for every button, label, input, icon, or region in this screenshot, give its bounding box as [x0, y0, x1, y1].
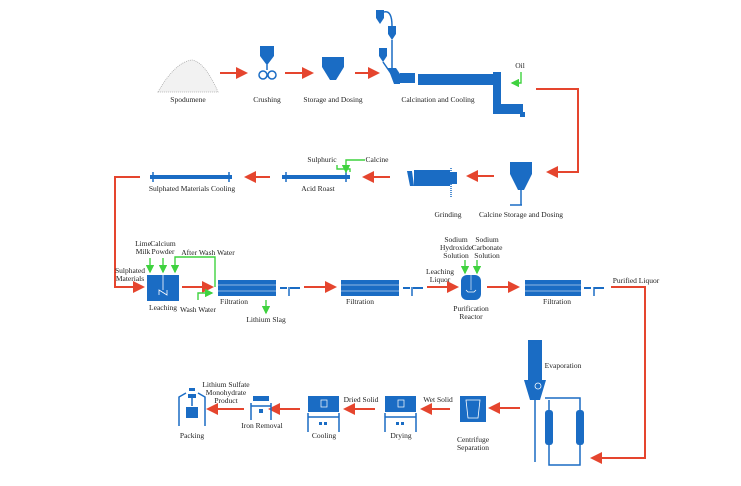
label-iron-removal: Iron Removal	[241, 421, 282, 430]
label-calcine-storage: Calcine Storage and Dosing	[479, 210, 563, 219]
label-dried-solid: Dried Solid	[344, 395, 379, 404]
label-lithium-slag: Lithium Slag	[246, 315, 286, 324]
leaching-tank-icon	[147, 275, 179, 301]
flow-line	[114, 176, 145, 293]
after-wash-water-line	[170, 256, 216, 287]
label-filtration-1: Filtration	[220, 297, 248, 306]
label-sulphuric: Sulphuric	[307, 155, 337, 164]
label-after-wash-water: After Wash Water	[181, 248, 235, 257]
filter-3-icon	[525, 280, 604, 296]
label-oil: Oil	[515, 61, 525, 70]
wash-water-line	[197, 288, 214, 300]
spodumene-pile-icon	[157, 59, 219, 93]
label-calcination: Calcination and Cooling	[401, 95, 475, 104]
purification-reactor-icon	[461, 275, 481, 300]
label-evaporation: Evaporation	[545, 361, 582, 370]
filter-2-icon	[341, 280, 423, 296]
flow-line	[590, 286, 646, 464]
label-calcine: Calcine	[366, 155, 390, 164]
cooling-tube-icon	[150, 172, 232, 182]
label-drying: Drying	[390, 431, 411, 440]
oil-feed-arrow	[510, 72, 522, 88]
dryer-icon	[384, 396, 417, 432]
calcine-storage-hopper-icon	[510, 162, 532, 206]
grinding-mill-icon	[407, 168, 457, 198]
label-spodumene: Spodumene	[170, 95, 206, 104]
label-sulphated-cooling: Sulphated Materials Cooling	[149, 184, 235, 193]
label-wet-solid: Wet Solid	[423, 395, 453, 404]
label-crushing: Crushing	[253, 95, 281, 104]
label-acid-roast: Acid Roast	[301, 184, 335, 193]
crusher-icon	[258, 46, 277, 80]
label-purified-liquor: Purified Liquor	[613, 276, 660, 285]
filter-1-icon	[218, 280, 300, 296]
flow-line	[536, 88, 579, 178]
calcine-feed	[341, 159, 365, 174]
acid-roast-kiln-icon	[282, 172, 350, 182]
evaporator-icon	[524, 340, 584, 466]
label-packing: Packing	[180, 431, 204, 440]
label-filtration-2: Filtration	[346, 297, 374, 306]
iron-removal-icon	[250, 396, 272, 420]
rotary-kiln-icon	[376, 10, 525, 117]
label-leaching: Leaching	[149, 303, 177, 312]
label-wash-water: Wash Water	[180, 305, 216, 314]
sulphuric-feed	[336, 165, 351, 172]
packing-machine-icon	[178, 388, 206, 426]
centrifuge-icon	[460, 396, 486, 422]
label-filtration-3: Filtration	[543, 297, 571, 306]
label-cooling: Cooling	[312, 431, 336, 440]
cooler-icon	[307, 396, 340, 432]
label-storage-dosing: Storage and Dosing	[303, 95, 362, 104]
storage-hopper-icon	[322, 57, 344, 80]
label-grinding: Grinding	[434, 210, 461, 219]
